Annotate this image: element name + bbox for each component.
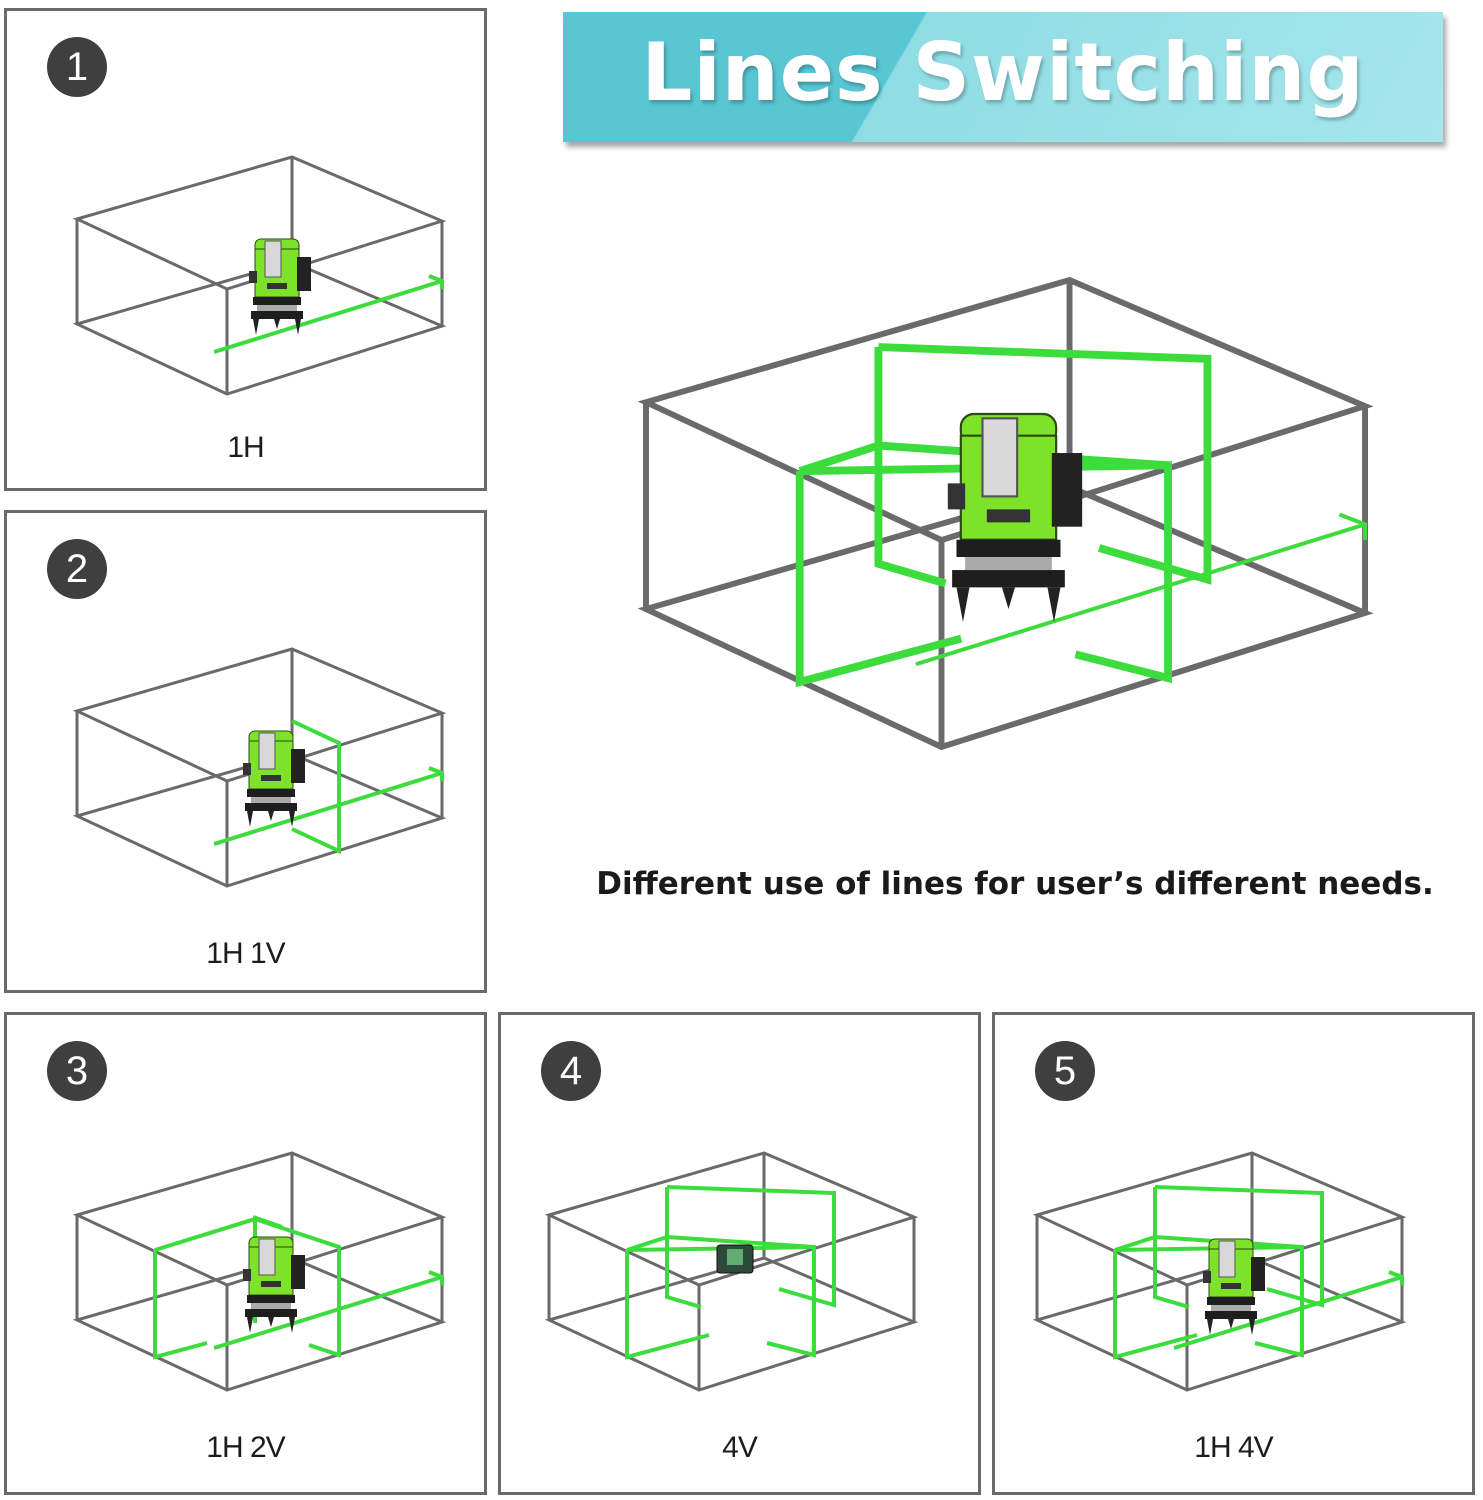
mode-label: 1H 2V	[206, 1431, 285, 1464]
mode-label: 1H	[227, 431, 264, 464]
banner-title: Lines Switching	[641, 26, 1365, 119]
title-banner: Lines Switching	[563, 12, 1443, 142]
mode-number-badge: 4	[541, 1041, 601, 1101]
main-illustration	[620, 260, 1380, 780]
laser-scene	[75, 647, 444, 888]
mode-panel-5: 5 1H 4V	[992, 1012, 1475, 1495]
mode-number-badge: 3	[47, 1041, 107, 1101]
laser-scene	[1035, 1151, 1404, 1392]
tagline: Different use of lines for user’s differ…	[596, 866, 1434, 902]
laser-scene	[547, 1151, 916, 1392]
mode-number-badge: 1	[47, 37, 107, 97]
mode-panel-2: 2 1H 1V	[4, 510, 487, 993]
mode-number-badge: 5	[1035, 1041, 1095, 1101]
mode-number-badge: 2	[47, 539, 107, 599]
laser-scene	[75, 155, 444, 396]
mode-panel-4: 4 4V	[498, 1012, 981, 1495]
mode-label: 1H 4V	[1194, 1431, 1273, 1464]
mode-label: 4V	[722, 1431, 758, 1464]
mode-label: 1H 1V	[206, 937, 285, 970]
mode-panel-1: 1 1H	[4, 8, 487, 491]
laser-scene	[75, 1151, 444, 1392]
mode-panel-3: 3 1H 2V	[4, 1012, 487, 1495]
